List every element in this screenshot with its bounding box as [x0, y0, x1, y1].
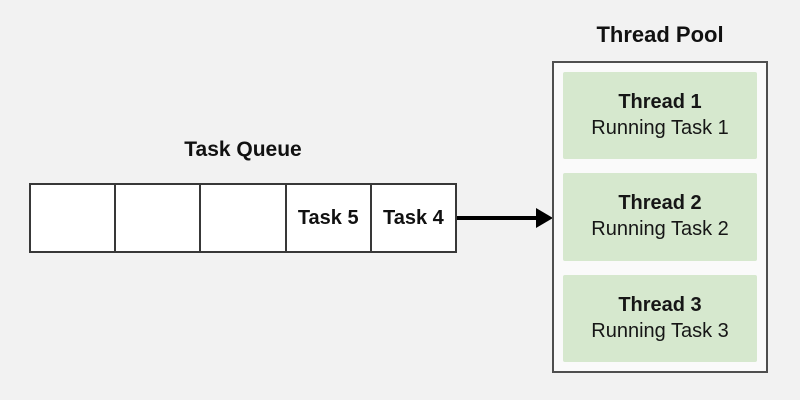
- thread-pool-panel: Thread 1 Running Task 1 Thread 2 Running…: [552, 61, 768, 373]
- thread-status: Running Task 2: [591, 218, 729, 241]
- thread-pool-title: Thread Pool: [596, 22, 724, 47]
- queue-cell-task-4: Task 4: [371, 183, 458, 253]
- task-queue-title: Task Queue: [184, 138, 302, 161]
- thread-name: Thread 1: [618, 91, 702, 114]
- queue-cell-empty-3: [201, 183, 287, 253]
- queue-to-pool-arrow-head-icon: [536, 208, 553, 228]
- queue-to-pool-arrow-line: [457, 216, 537, 220]
- thread-box-1: Thread 1 Running Task 1: [563, 72, 757, 160]
- thread-status: Running Task 3: [591, 319, 729, 342]
- thread-name: Thread 3: [618, 293, 702, 316]
- queue-cell-empty-2: [116, 183, 202, 253]
- thread-box-3: Thread 3 Running Task 3: [563, 274, 757, 362]
- task-queue: Task 5 Task 4: [29, 183, 458, 253]
- queue-cell-empty-1: [29, 183, 117, 253]
- thread-status: Running Task 1: [591, 117, 729, 140]
- thread-name: Thread 2: [618, 192, 702, 215]
- thread-box-2: Thread 2 Running Task 2: [563, 173, 757, 261]
- queue-cell-task-5: Task 5: [286, 183, 372, 253]
